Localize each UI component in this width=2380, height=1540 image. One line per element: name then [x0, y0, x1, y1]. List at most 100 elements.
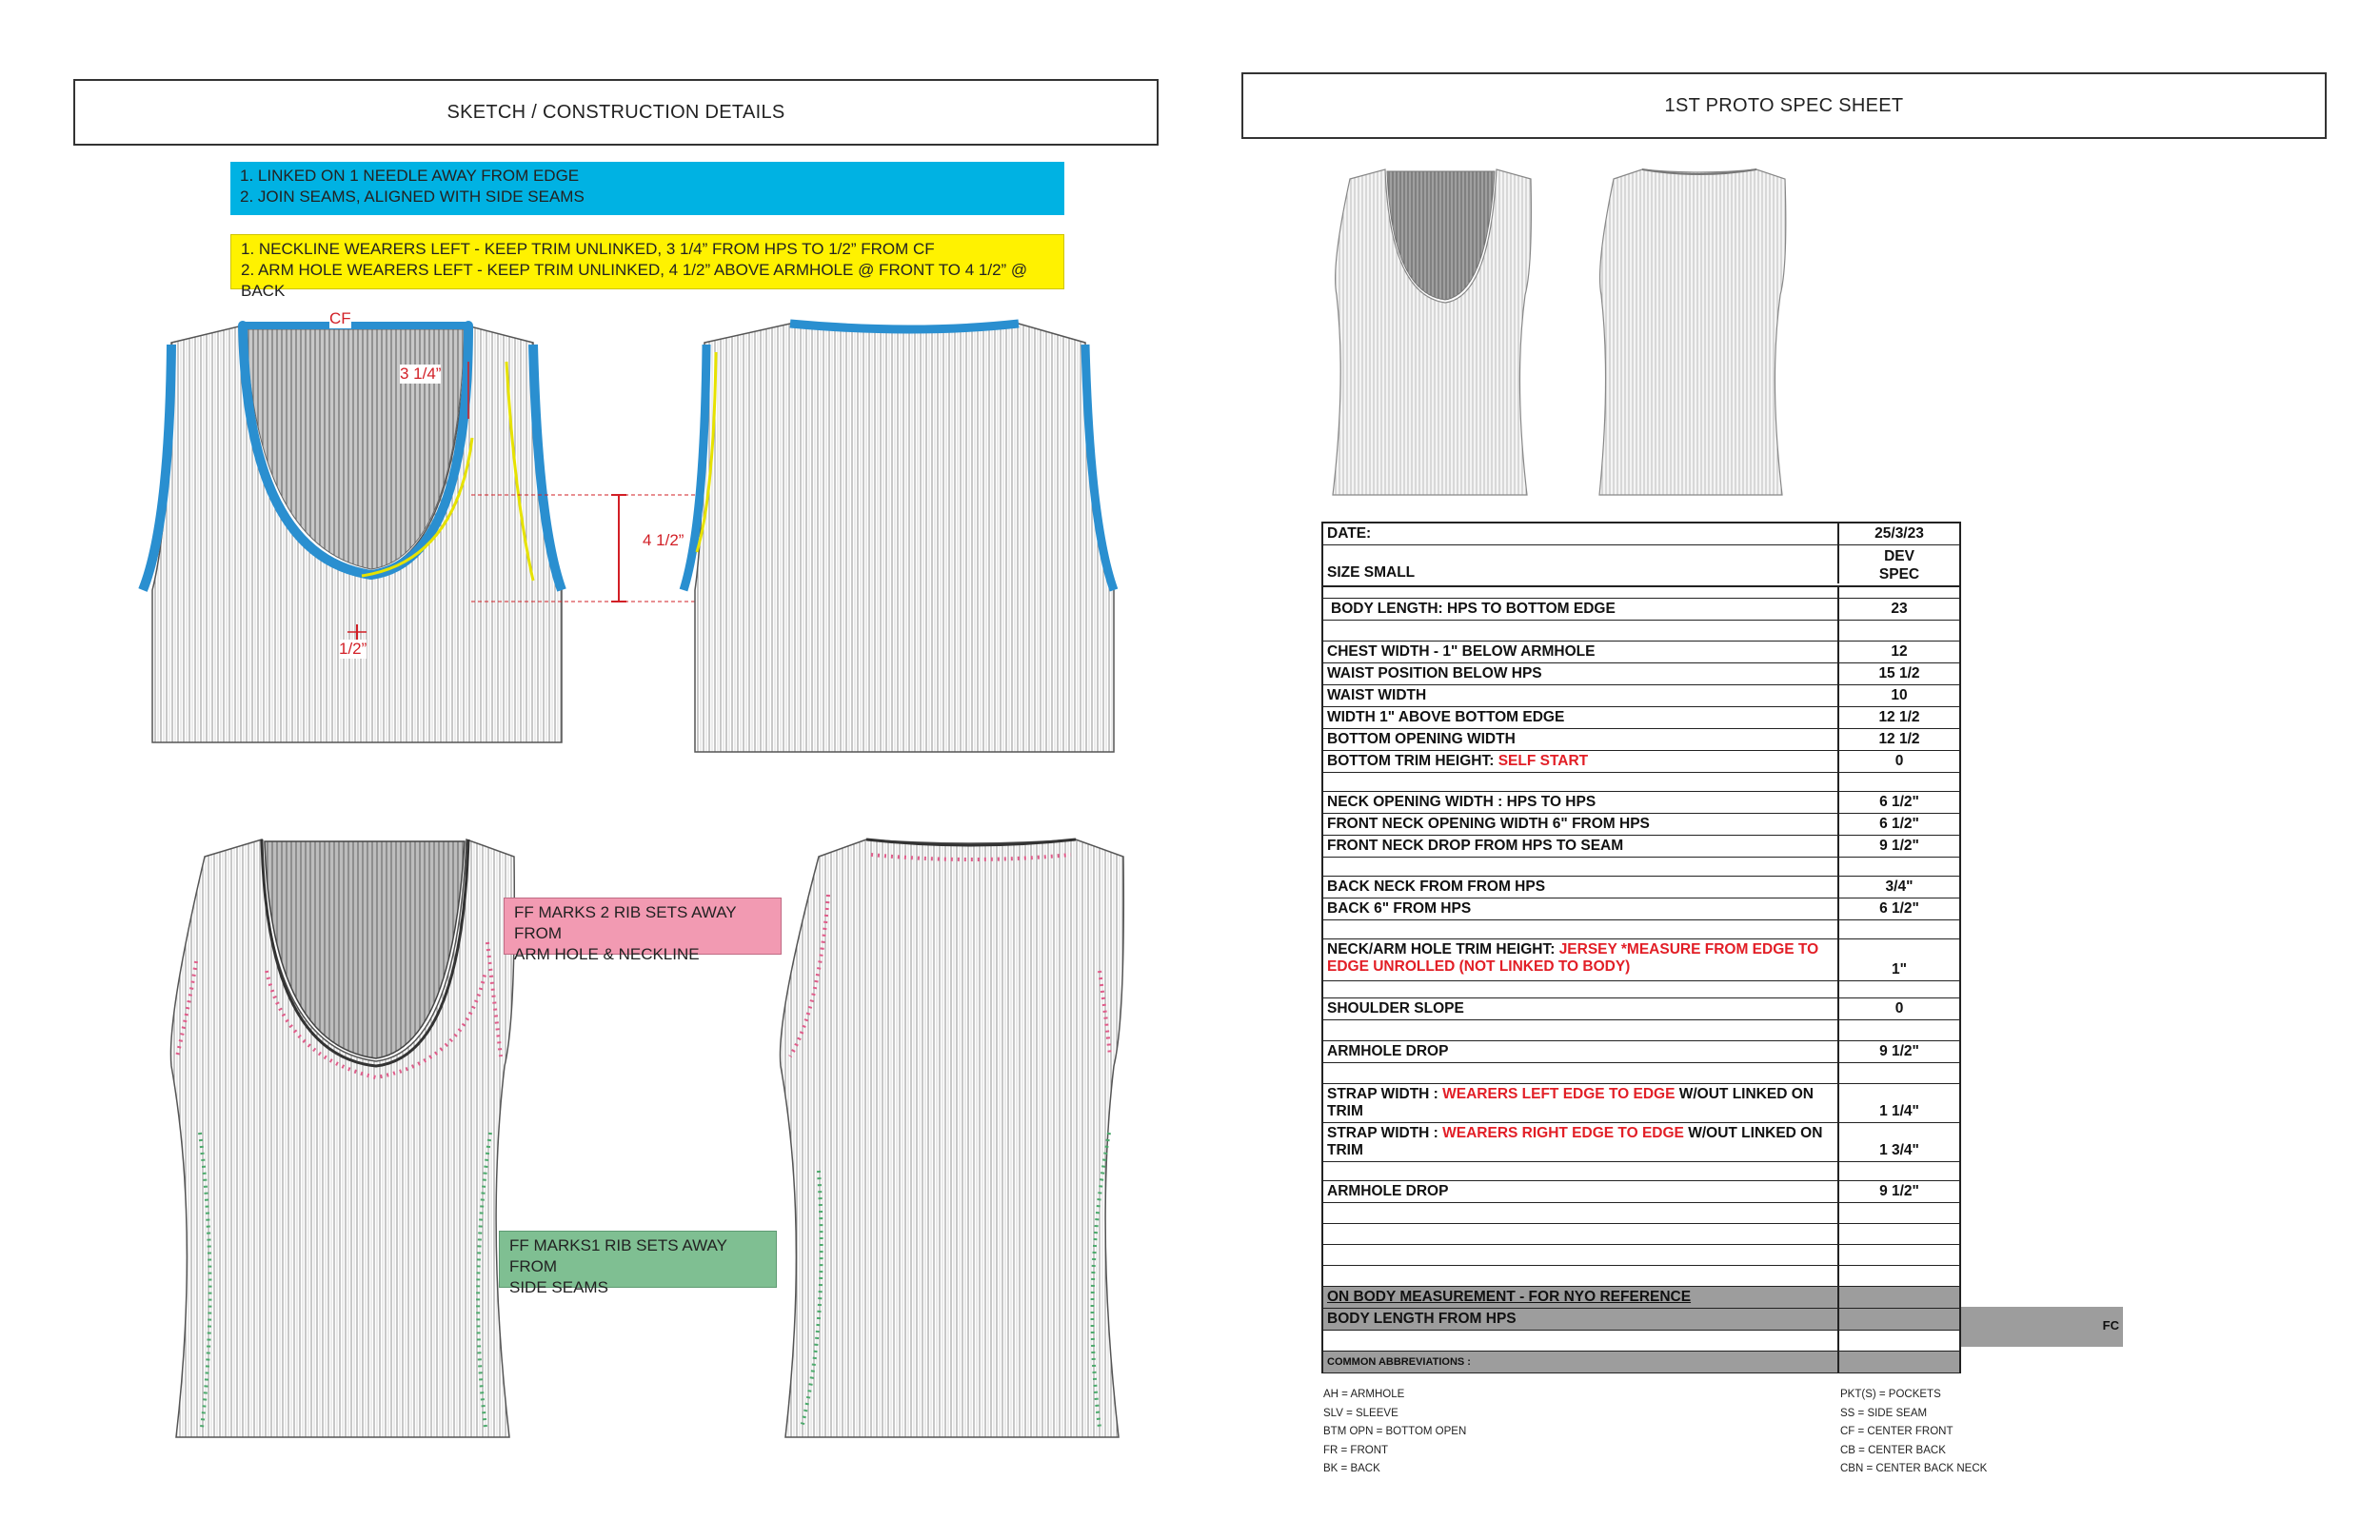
spec-row-value: 23 [1891, 601, 1908, 617]
front-left-arm-trim [138, 344, 176, 592]
spec-row-label: NECK/ARM HOLE TRIM HEIGHT: JERSEY *MEASU… [1323, 939, 1839, 980]
spec-row-red-note: SELF START [1497, 753, 1589, 769]
spec-row-red-note: WEARERS RIGHT EDGE TO EDGE [1442, 1125, 1684, 1141]
spacer-row [1323, 587, 1959, 599]
spec-row-label: BOTTOM OPENING WIDTH [1323, 729, 1839, 750]
spec-row-value: 6 1/2" [1879, 794, 1919, 810]
back-neck-trim [789, 319, 1020, 334]
spec-row: ARMHOLE DROP 9 1/2" [1323, 1041, 1959, 1063]
dev-label: DEV [1884, 548, 1914, 564]
spec-row: NECK OPENING WIDTH : HPS TO HPS 6 1/2" [1323, 792, 1959, 814]
spec-row-value: 6 1/2" [1879, 900, 1919, 917]
front-right-arm-trim [528, 344, 566, 592]
date-value: 25/3/23 [1874, 525, 1924, 542]
spec-row: NECK/ARM HOLE TRIM HEIGHT: JERSEY *MEASU… [1323, 939, 1959, 981]
spec-row-label: NECK OPENING WIDTH : HPS TO HPS [1323, 792, 1839, 813]
spec-row: WAIST POSITION BELOW HPS 15 1/2 [1323, 663, 1959, 685]
ff-sideseam-note-line-1: FF MARKS1 RIB SETS AWAY FROM [509, 1236, 727, 1275]
spec-row-value: 15 1/2 [1878, 665, 1920, 681]
abbr-item: SLV = SLEEVE [1323, 1407, 1398, 1419]
on-body-title-row: ON BODY MEASUREMENT - FOR NYO REFERENCE [1323, 1287, 1959, 1309]
spec-row-value: 9 1/2" [1879, 1043, 1919, 1059]
ff-sideseam-note-line-2: SIDE SEAMS [509, 1278, 608, 1296]
spec-row: CHEST WIDTH - 1" BELOW ARMHOLE 12 [1323, 642, 1959, 663]
abbreviations-title: COMMON ABBREVIATIONS : [1323, 1352, 1839, 1372]
spec-row-label: ARMHOLE DROP [1323, 1041, 1839, 1062]
abbr-item: BK = BACK [1323, 1463, 1380, 1474]
spec-row-label: SHOULDER SLOPE [1323, 998, 1839, 1019]
spec-row-label: BODY LENGTH: HPS TO BOTTOM EDGE [1323, 599, 1839, 620]
spec-row-label: BACK 6" FROM HPS [1323, 898, 1839, 919]
spec-row-value: 1" [1892, 961, 1907, 977]
spec-row-label: BACK NECK FROM FROM HPS [1323, 877, 1839, 898]
on-body-title: ON BODY MEASUREMENT - FOR NYO REFERENCE [1323, 1287, 1839, 1308]
front-neck-yellow-trim [361, 437, 474, 578]
armhole-measure-label: 4 1/2” [643, 531, 684, 550]
abbr-item: CBN = CENTER BACK NECK [1840, 1463, 1988, 1474]
linking-note-line-2: 2. JOIN SEAMS, ALIGNED WITH SIDE SEAMS [240, 188, 585, 206]
spec-row-label: WAIST POSITION BELOW HPS [1323, 663, 1839, 684]
spec-row-label: WAIST WIDTH [1323, 685, 1839, 706]
spec-row-value: 1 3/4" [1879, 1142, 1919, 1158]
spec-rows: BODY LENGTH: HPS TO BOTTOM EDGE 23 CHEST … [1323, 599, 1959, 1287]
back-left-side-ff-marks [800, 1170, 823, 1429]
spec-header-date-row: DATE: 25/3/23 [1323, 523, 1959, 545]
spec-row-value: 12 1/2 [1878, 731, 1920, 747]
linking-note-line-1: 1. LINKED ON 1 NEEDLE AWAY FROM EDGE [240, 167, 580, 185]
fo-tab: FC [1961, 1307, 2123, 1347]
back-neck-ff-marks [870, 853, 1072, 861]
front-neck-ff-marks [265, 970, 487, 1080]
front-garment [169, 838, 516, 1438]
fashioning-sketch [169, 838, 1125, 1438]
back-body [694, 323, 1115, 753]
spec-row: BOTTOM OPENING WIDTH 12 1/2 [1323, 729, 1959, 751]
cf-label: CF [329, 309, 351, 328]
front-thumbnail [1332, 168, 1532, 496]
on-body-length-label: BODY LENGTH FROM HPS [1323, 1309, 1839, 1330]
construction-sketch [138, 319, 1119, 753]
front-neck-inner [245, 328, 466, 570]
front-garment-neck [264, 840, 466, 1059]
ff-sideseam-note: FF MARKS1 RIB SETS AWAY FROM SIDE SEAMS [499, 1231, 777, 1296]
abbr-item: SS = SIDE SEAM [1840, 1407, 1928, 1419]
spec-row-value: 9 1/2" [1879, 838, 1919, 854]
size-label: SIZE SMALL [1327, 564, 1416, 581]
spec-row: STRAP WIDTH : WEARERS LEFT EDGE TO EDGE … [1323, 1084, 1959, 1123]
spec-sheet-title: 1ST PROTO SPEC SHEET [1241, 72, 2327, 139]
on-body-length-row: BODY LENGTH FROM HPS [1323, 1309, 1959, 1331]
front-right-arm-ff-marks [486, 941, 503, 1057]
abbr-item: FR = FRONT [1323, 1444, 1389, 1456]
spec-row-value: 1 1/4" [1879, 1103, 1919, 1119]
abbr-item: PKT(S) = POCKETS [1840, 1389, 1941, 1400]
proto-thumbnails [1332, 168, 1787, 496]
spec-row: SHOULDER SLOPE 0 [1323, 998, 1959, 1020]
back-garment [779, 839, 1125, 1438]
spec-row-label: ARMHOLE DROP [1323, 1181, 1839, 1202]
spec-row-value: 6 1/2" [1879, 816, 1919, 832]
spec-row-label: CHEST WIDTH - 1" BELOW ARMHOLE [1323, 642, 1839, 662]
ff-armhole-note: FF MARKS 2 RIB SETS AWAY FROM ARM HOLE &… [504, 898, 782, 963]
spec-row-red-note: JERSEY *MEASURE FROM EDGE TO EDGE UNROLL… [1327, 941, 1819, 975]
spec-row-label: BOTTOM TRIM HEIGHT: SELF START [1323, 751, 1839, 772]
abbreviations-left: AH = ARMHOLE SLV = SLEEVE BTM OPN = BOTT… [1323, 1386, 1466, 1479]
back-garment-neck-trim [865, 838, 1077, 847]
trim-note-line-1: 1. NECKLINE WEARERS LEFT - KEEP TRIM UNL… [241, 240, 935, 258]
spec-row-value: 12 [1891, 643, 1908, 660]
back-yellow-trim [695, 351, 718, 553]
ff-armhole-note-line-2: ARM HOLE & NECKLINE [514, 945, 700, 963]
spec-row-value: 0 [1894, 753, 1904, 769]
spec-row: BODY LENGTH: HPS TO BOTTOM EDGE 23 [1323, 599, 1959, 621]
front-garment-neck-trim [260, 839, 470, 1068]
spec-row-value: 0 [1894, 1000, 1904, 1017]
spec-row-label: FRONT NECK OPENING WIDTH 6" FROM HPS [1323, 814, 1839, 835]
spec-row: STRAP WIDTH : WEARERS RIGHT EDGE TO EDGE… [1323, 1123, 1959, 1162]
spec-row: BACK 6" FROM HPS 6 1/2" [1323, 898, 1959, 920]
back-left-arm-trim [679, 344, 711, 592]
abbreviations-right: PKT(S) = POCKETS SS = SIDE SEAM CF = CEN… [1840, 1386, 1987, 1479]
spec-row-label: STRAP WIDTH : WEARERS RIGHT EDGE TO EDGE… [1323, 1123, 1839, 1161]
